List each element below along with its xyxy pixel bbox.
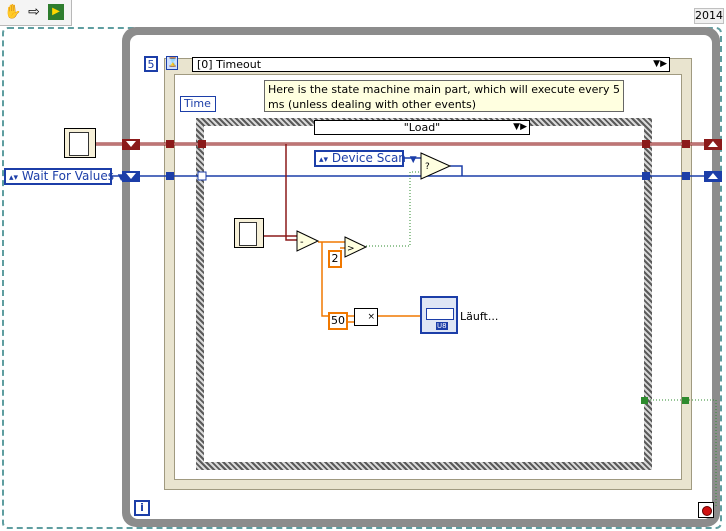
compare-bool-wire <box>366 171 424 247</box>
event-selector[interactable]: [0] Timeout ▼▶ <box>192 57 670 72</box>
status-indicator-icon[interactable]: U8 <box>420 296 458 334</box>
status-text: Läuft... <box>460 310 499 323</box>
event-state-tunnel-left <box>166 172 174 180</box>
select-function-icon[interactable]: ? <box>420 152 452 180</box>
time-node[interactable]: Time <box>180 96 216 112</box>
svg-text:?: ? <box>425 162 430 172</box>
case-selector-label: "Load" <box>403 121 441 134</box>
event-error-tunnel-left <box>166 140 174 148</box>
event-selector-label: [0] Timeout <box>197 58 262 71</box>
case-selector[interactable]: "Load" ▼▶ <box>314 120 530 135</box>
state-ring-constant[interactable]: ▴▾ Wait For Values ▼ <box>4 168 125 185</box>
timeout-constant[interactable]: 5 <box>144 56 158 72</box>
comment-box[interactable]: Here is the state machine main part, whi… <box>264 80 624 112</box>
case-selector-arrows-icon[interactable]: ▼▶ <box>513 122 527 132</box>
case-error-tunnel-left <box>198 140 206 148</box>
multiply-function-icon[interactable]: × <box>354 308 378 326</box>
version-label: 2014 <box>694 8 724 24</box>
ring-dropdown-icon: ▼ <box>117 173 125 183</box>
case-state-selector-tunnel <box>197 171 207 181</box>
tick-count-icon[interactable] <box>64 128 96 158</box>
stop-bool-wire <box>644 399 717 506</box>
event-error-tunnel-right <box>682 140 690 148</box>
device-scan-label: Device Scan <box>331 151 406 165</box>
case-error-tunnel-right <box>642 140 650 148</box>
tick-branch-wire <box>285 144 298 241</box>
subtract-function-icon[interactable]: - <box>296 230 320 252</box>
event-selector-arrows-icon[interactable]: ▼▶ <box>653 59 667 69</box>
svg-text:-: - <box>300 237 304 248</box>
ring-arrows-icon: ▴▾ <box>319 155 329 165</box>
case-bool-tunnel <box>641 397 648 404</box>
constant-fifty[interactable]: 50 <box>328 312 348 330</box>
constant-two[interactable]: 2 <box>328 250 342 268</box>
compare-function-icon[interactable]: > <box>344 236 368 258</box>
case-state-tunnel-right <box>642 172 650 180</box>
stop-terminal[interactable] <box>698 502 714 518</box>
hourglass-icon[interactable]: ⌛ <box>166 56 179 70</box>
case-structure-inner <box>204 126 644 462</box>
state-ring-label: Wait For Values <box>21 169 114 183</box>
right-sr-arrow-icon <box>708 141 718 147</box>
svg-text:>: > <box>347 244 355 254</box>
hand-pointer-icon[interactable]: ✋ <box>4 4 22 20</box>
inner-tick-count-icon[interactable] <box>234 218 264 248</box>
right-sr-arrow-icon-2 <box>708 173 718 179</box>
info-terminal[interactable]: i <box>134 500 150 516</box>
select-output-wire <box>450 165 463 176</box>
left-sr-arrow-icon-2 <box>126 173 136 179</box>
run-icon[interactable]: ▶ <box>48 4 64 20</box>
arrow-right-icon[interactable]: ⇨ <box>28 4 40 20</box>
device-scan-ring[interactable]: ▴▾ Device Scan ▼ <box>314 150 417 167</box>
ring-arrows-icon: ▴▾ <box>9 173 19 183</box>
event-bool-tunnel <box>682 397 689 404</box>
event-state-tunnel-right <box>682 172 690 180</box>
ring-dropdown-icon: ▼ <box>409 155 417 165</box>
left-sr-arrow-icon <box>126 141 136 147</box>
stop-icon <box>702 506 712 516</box>
toolbar: ✋ ⇨ ▶ <box>0 0 72 26</box>
